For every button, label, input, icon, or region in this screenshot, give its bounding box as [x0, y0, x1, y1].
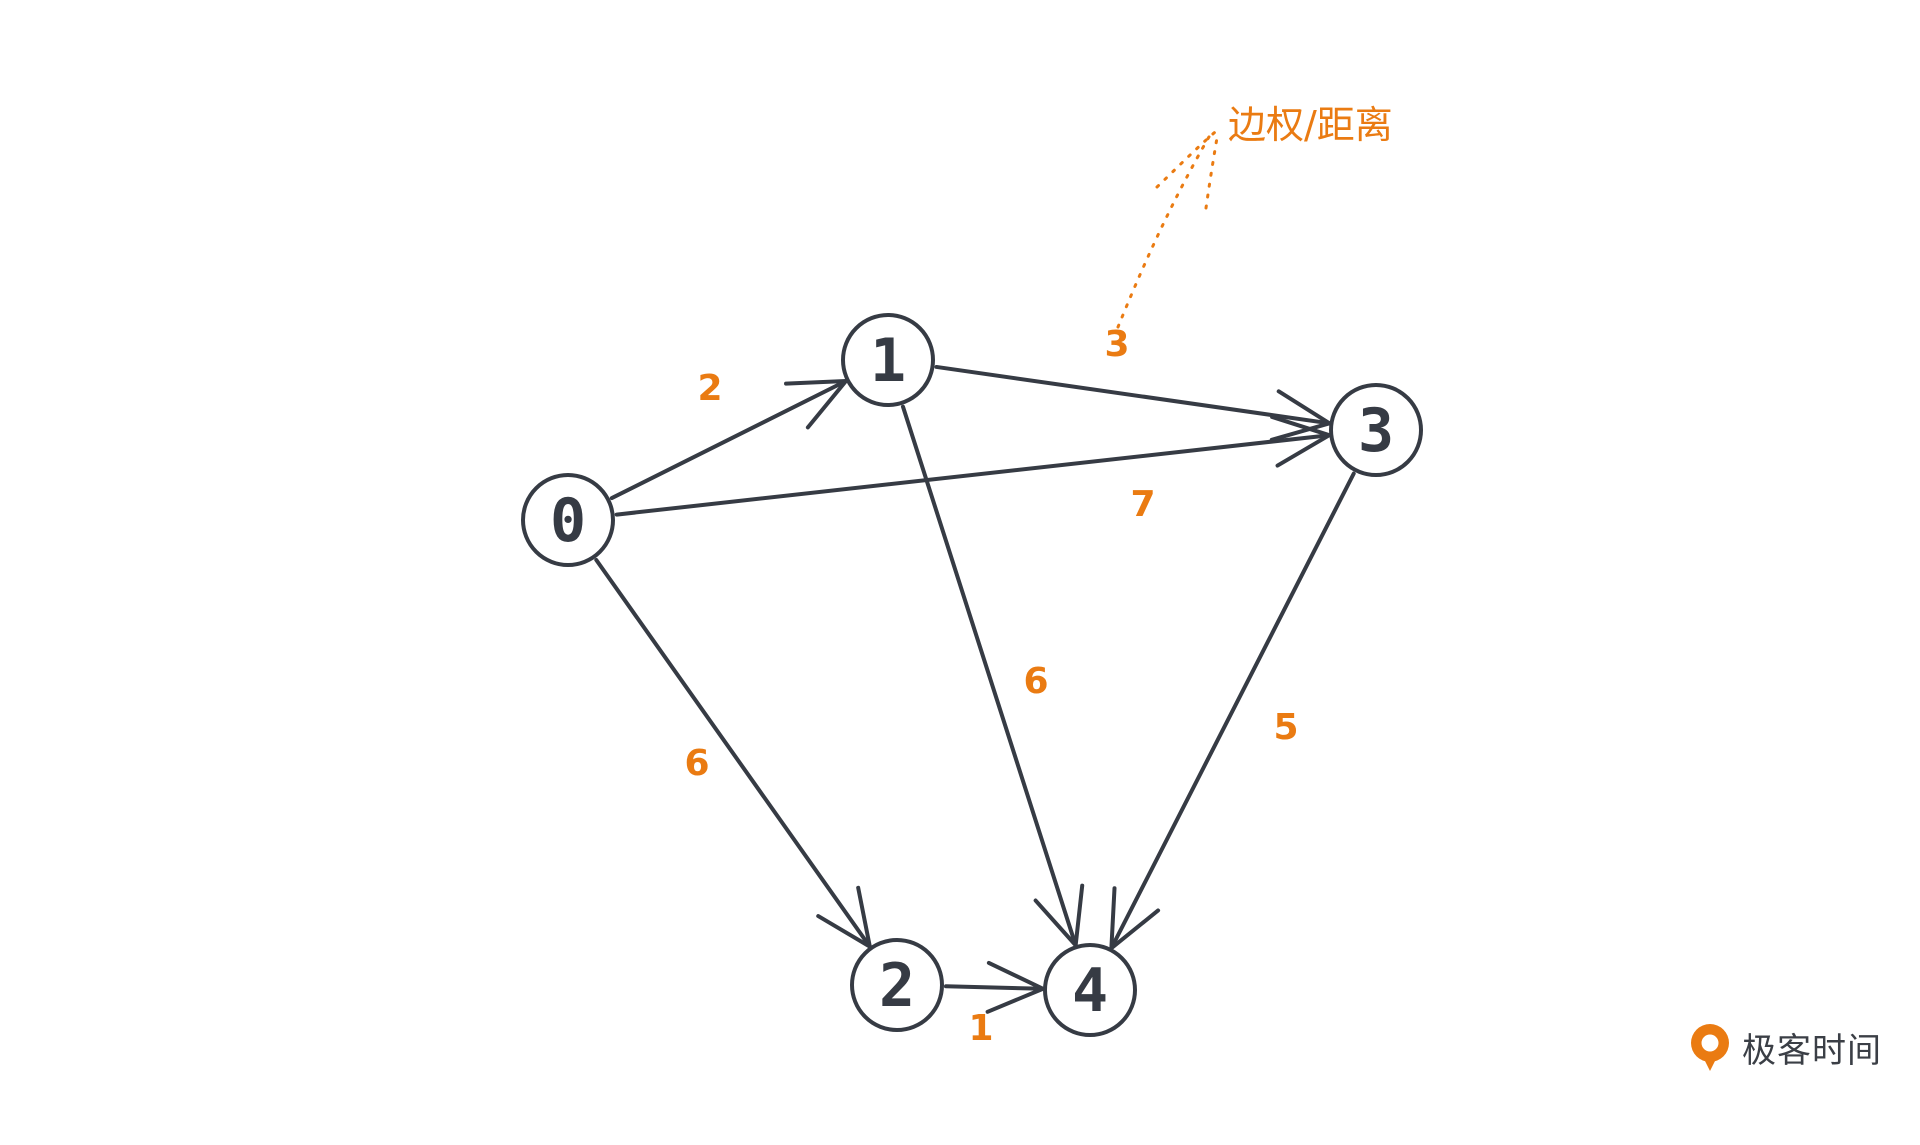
edge-weight-1-3: 3 [1104, 324, 1129, 365]
nodes-layer: 0 1 2 3 4 [521, 313, 1423, 1037]
node-label-1: 1 [870, 326, 906, 396]
node-2: 2 [850, 938, 944, 1032]
node-circle-1 [841, 313, 935, 407]
edge-weight-1-4: 6 [1023, 661, 1048, 702]
edge-weights-layer: 2 7 6 3 6 5 1 [684, 324, 1298, 1049]
edge-weight-0-1: 2 [697, 368, 722, 409]
arrowhead-0-to-2 [816, 885, 872, 949]
node-3: 3 [1329, 383, 1423, 477]
edge-weight-3-4: 5 [1273, 707, 1298, 748]
node-circle-3 [1329, 383, 1423, 477]
edge-0-to-3 [614, 433, 1332, 517]
callout-dotted-line-1 [1116, 128, 1215, 329]
node-label-4: 4 [1072, 956, 1108, 1026]
arrowhead-1-to-4 [1033, 883, 1085, 948]
edges-layer [594, 364, 1356, 1014]
node-label-0: 0 [550, 486, 586, 556]
edge-weight-0-3: 7 [1130, 484, 1155, 525]
annotation-label: 边权/距离 [1228, 103, 1393, 147]
edge-0-to-1 [609, 379, 848, 501]
callout-dotted-line-3 [1204, 130, 1220, 210]
edge-weight-2-4: 1 [968, 1008, 993, 1049]
arrowhead-0-to-1 [784, 379, 848, 430]
annotation-callout: 边权/距离 [1116, 103, 1393, 329]
node-label-2: 2 [879, 951, 915, 1021]
node-circle-4 [1043, 943, 1137, 1037]
node-circle-2 [850, 938, 944, 1032]
node-0: 0 [521, 473, 615, 567]
edge-0-to-2 [594, 558, 872, 949]
edge-1-to-4 [900, 404, 1078, 948]
edge-1-to-3 [934, 364, 1332, 426]
arrowhead-3-to-4 [1109, 886, 1161, 951]
edge-weight-0-2: 6 [684, 743, 709, 784]
node-4: 4 [1043, 943, 1137, 1037]
node-circle-0 [521, 473, 615, 567]
callout-dotted-line-2 [1155, 126, 1222, 189]
brand-watermark: 极客时间 [1686, 1021, 1882, 1073]
edge-3-to-4 [1109, 471, 1356, 951]
edge-2-to-4 [943, 984, 1046, 991]
brand-name: 极客时间 [1742, 1030, 1882, 1071]
node-label-3: 3 [1358, 396, 1394, 466]
geektime-logo-icon [1691, 1024, 1729, 1071]
node-1: 1 [841, 313, 935, 407]
